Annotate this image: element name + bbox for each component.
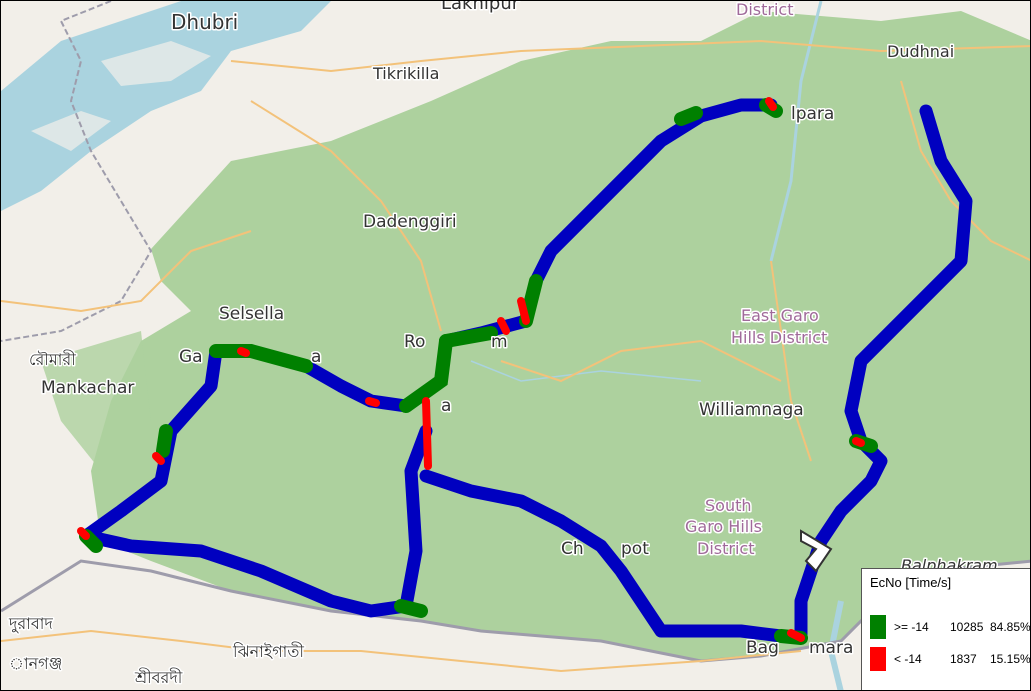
label-east-garo-1: East Garo: [741, 306, 819, 325]
label-tikrikilla: Tikrikilla: [372, 64, 439, 83]
label-south-garo-2: Garo Hills: [685, 517, 762, 536]
river-brahmaputra: [1, 1, 331, 211]
label-dadenggiri: Dadenggiri: [363, 212, 457, 232]
roads: [1, 39, 1030, 673]
label-jhinaigati: ঝিনাইগাতী: [232, 642, 304, 661]
legend-row-percent: 84.85%: [990, 620, 1031, 634]
legend-row-count: 1837: [950, 652, 977, 666]
track-fail-segments: [77, 97, 865, 642]
river: [470, 360, 702, 382]
label-mankachar: Mankachar: [41, 378, 134, 398]
label-chokpot-a: Ch: [561, 539, 584, 559]
label-south-garo-3: District: [697, 539, 754, 558]
legend-panel: EcNo [Time/s] >= -14 10285 84.85% < -14 …: [861, 568, 1031, 690]
label-durabad: দুরাবাদ: [8, 614, 53, 633]
label-selsella: Selsella: [219, 304, 284, 324]
river-sandbar: [101, 41, 211, 86]
label-east-garo-2: Hills District: [731, 328, 827, 347]
label-nalganj: ানগঞ্জ: [9, 654, 62, 673]
label-sreebordi: শ্রীবরদী: [134, 668, 183, 687]
label-dudhnai: Dudhnai: [887, 42, 954, 61]
label-dhubri: Dhubri: [171, 10, 238, 34]
label-roumari: রৌমারী: [29, 350, 76, 369]
forest-patch-west: [41, 331, 151, 471]
vehicle-direction-icon: [800, 529, 833, 573]
label-williamnagar: Williamnaga: [699, 400, 804, 420]
label-gram: m: [491, 332, 508, 352]
legend-row-label: >= -14: [894, 620, 929, 634]
label-south-garo-1: South: [705, 496, 752, 515]
river: [769, 1, 823, 262]
legend-row-pass: >= -14 10285 84.85%: [870, 615, 1031, 639]
river: [827, 600, 844, 690]
legend-swatch-red: [870, 647, 886, 671]
state-border: [1, 1, 153, 342]
legend-swatch-green: [870, 615, 886, 639]
label-baghmara-b: mara: [809, 638, 853, 658]
forest-region: [91, 11, 1030, 661]
map-labels: Dhubri Lakhipur District Dudhnai Tikriki…: [7, 1, 1000, 689]
label-dot-a: a: [441, 396, 451, 416]
label-ga: Ga: [179, 347, 203, 367]
legend-title: EcNo [Time/s]: [870, 575, 952, 590]
label-a-fragment: a: [311, 347, 321, 367]
label-lakhipur: Lakhipur: [441, 1, 520, 14]
legend-row-percent: 15.15%: [990, 652, 1031, 666]
label-alpara: lpara: [791, 104, 834, 124]
label-chokpot-b: pot: [621, 539, 649, 559]
label-baghmara-a: Bag: [746, 638, 779, 658]
river-sandbar: [31, 111, 111, 151]
label-district-top: District: [736, 1, 793, 19]
legend-row-label: < -14: [894, 652, 922, 666]
legend-row-count: 10285: [950, 620, 984, 634]
label-ro: Ro: [404, 332, 425, 352]
legend-row-fail: < -14 1837 15.15%: [870, 647, 1031, 671]
